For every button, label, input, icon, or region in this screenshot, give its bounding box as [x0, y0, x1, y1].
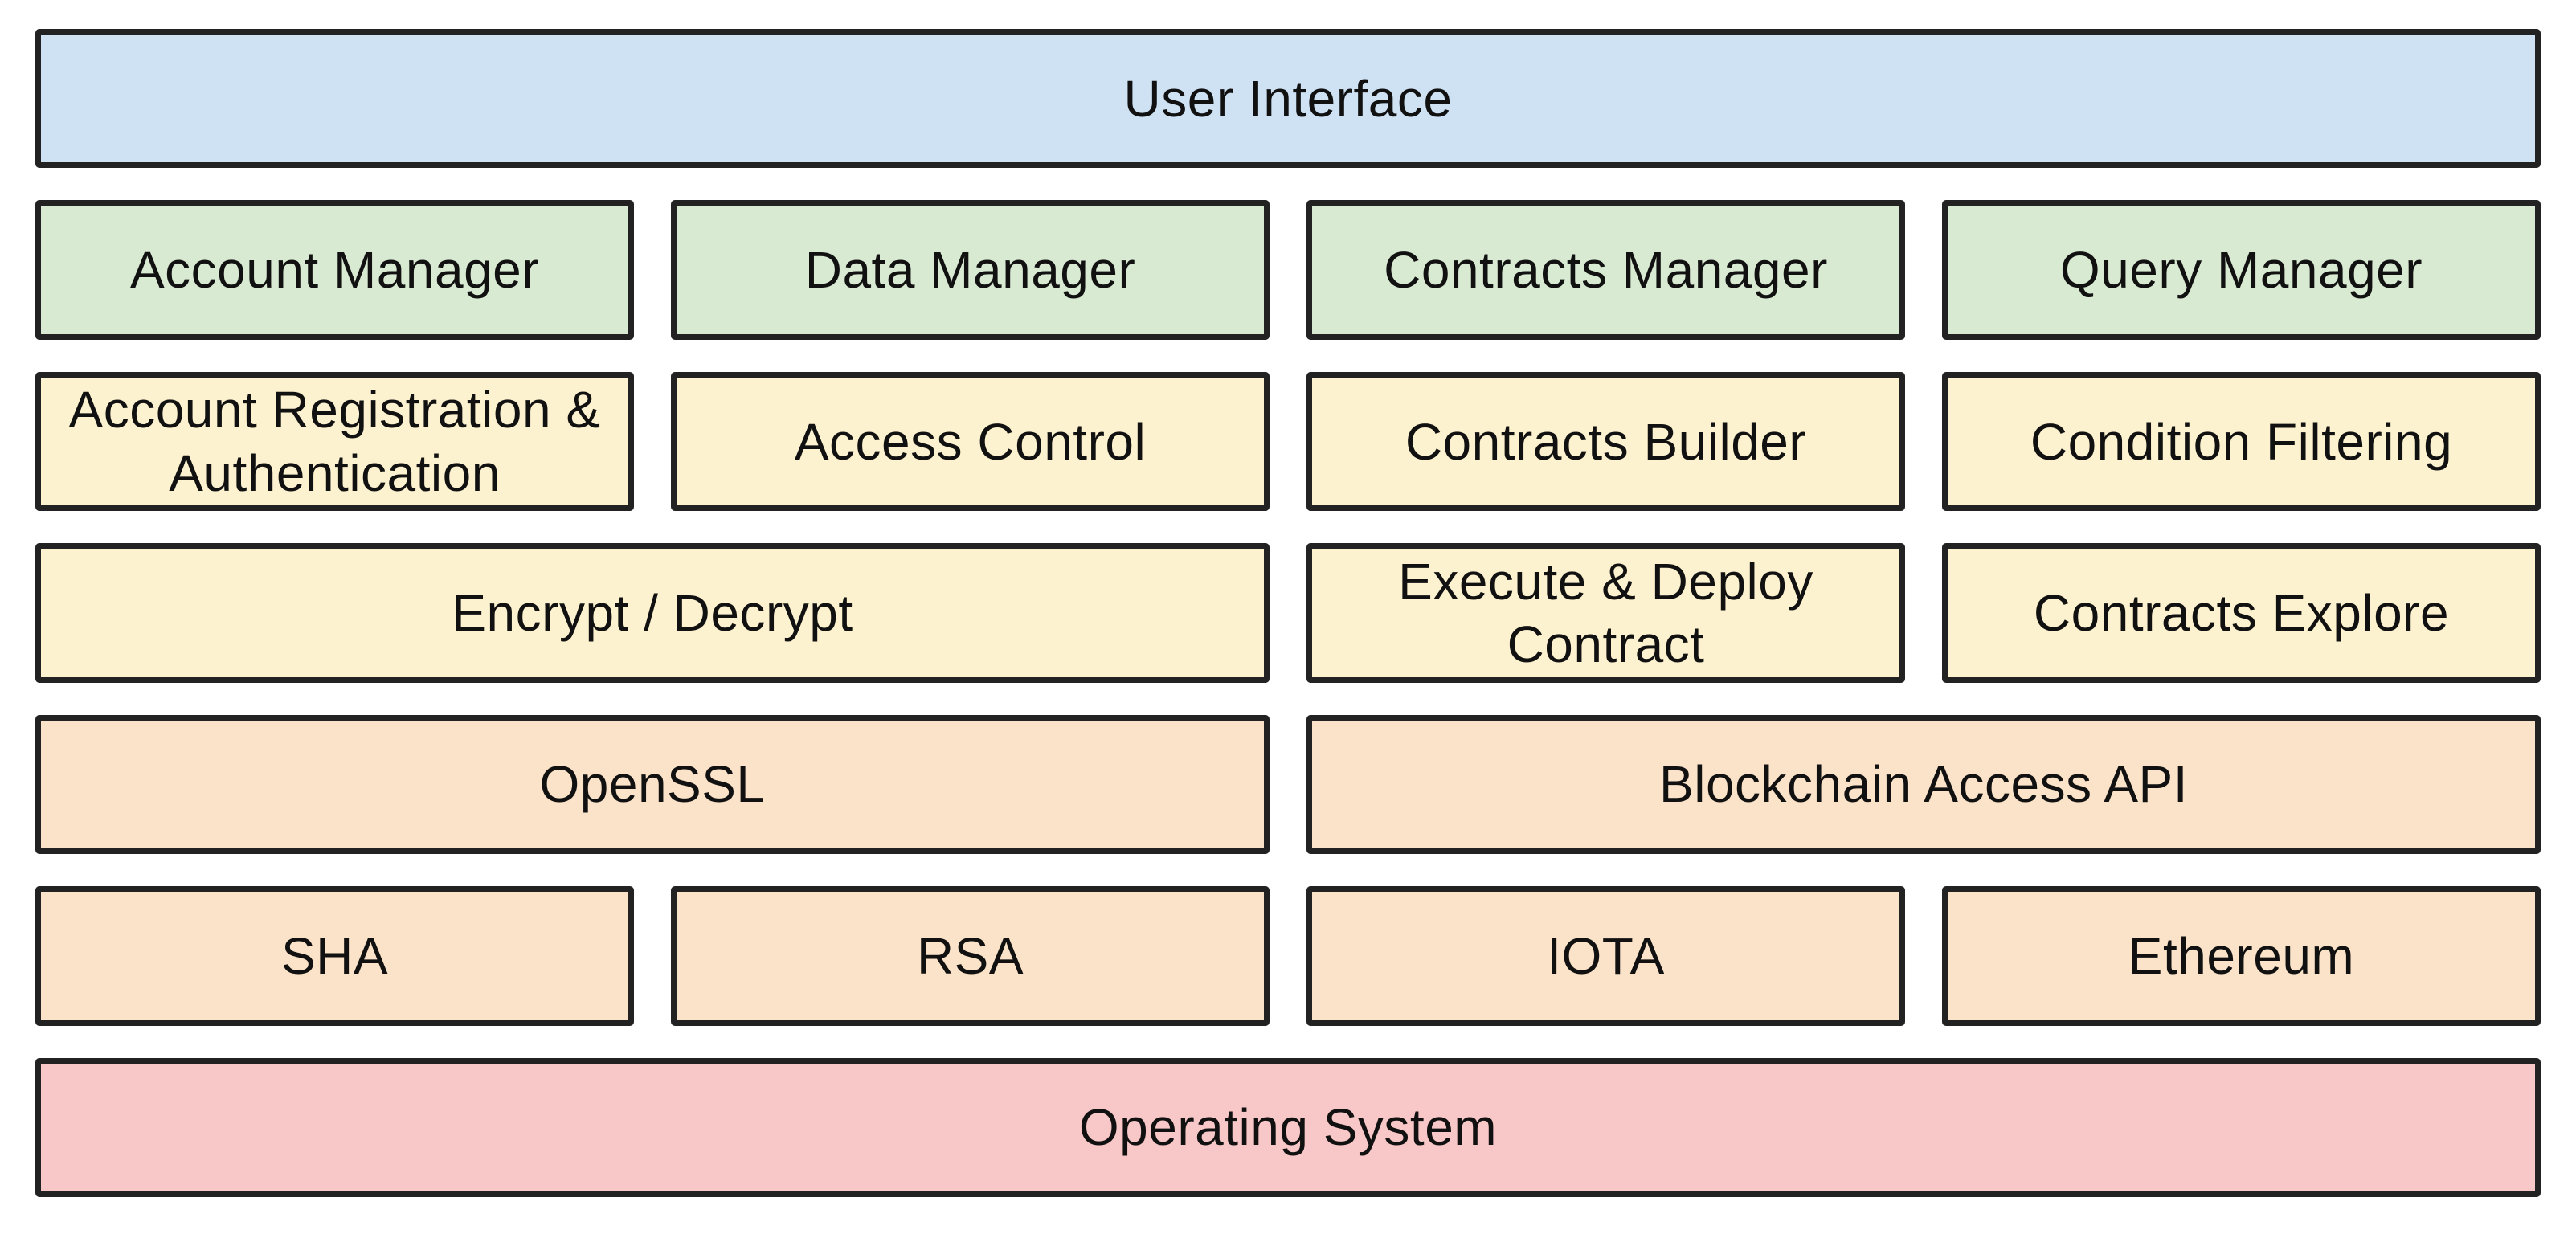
layer-box-data-manager: Data Manager [671, 200, 1270, 340]
layer-box-account-registration-authentication: Account Registration & Authentication [35, 371, 634, 512]
layer-box-account-manager: Account Manager [35, 200, 634, 340]
layer-box-operating-system: Operating System [35, 1057, 2541, 1197]
layer-box-blockchain-access-api: Blockchain Access API [1306, 714, 2541, 855]
layer-box-access-control: Access Control [671, 371, 1270, 512]
layer-box-condition-filtering: Condition Filtering [1942, 371, 2541, 512]
layer-box-rsa: RSA [671, 886, 1270, 1026]
layer-box-contracts-manager: Contracts Manager [1306, 200, 1905, 340]
layer-box-sha: SHA [35, 886, 634, 1026]
layer-box-encrypt-decrypt: Encrypt / Decrypt [35, 543, 1270, 683]
layer-box-contracts-builder: Contracts Builder [1306, 371, 1905, 512]
layer-box-user-interface: User Interface [35, 29, 2541, 169]
layer-box-openssl: OpenSSL [35, 714, 1270, 855]
layer-box-iota: IOTA [1306, 886, 1905, 1026]
layer-box-contracts-explore: Contracts Explore [1942, 543, 2541, 683]
layer-box-ethereum: Ethereum [1942, 886, 2541, 1026]
layer-box-query-manager: Query Manager [1942, 200, 2541, 340]
layer-box-execute-deploy-contract: Execute & Deploy Contract [1306, 543, 1905, 683]
